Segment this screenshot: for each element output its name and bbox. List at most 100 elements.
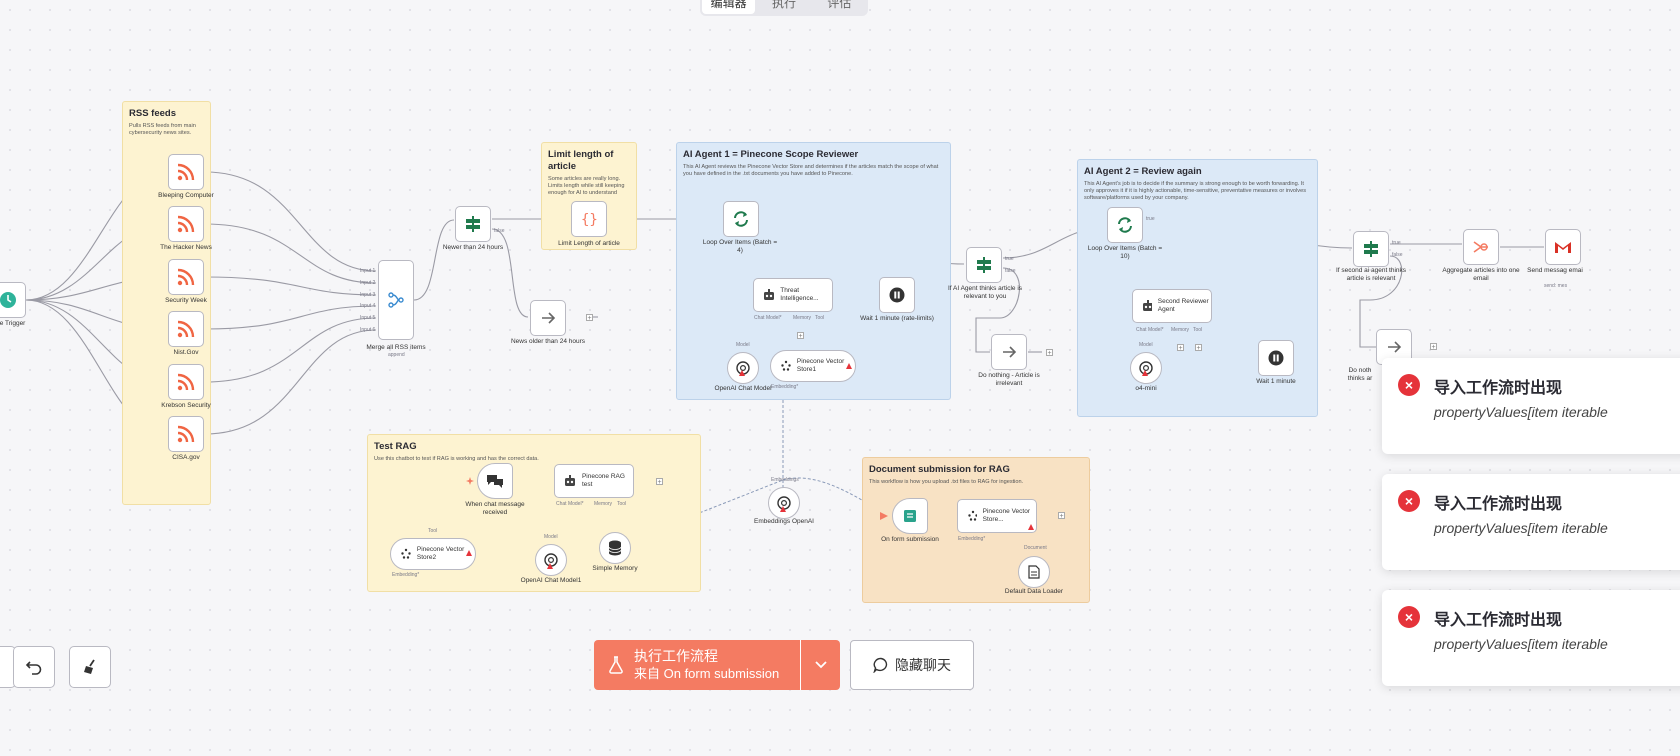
node-label: Simple Memory (592, 565, 638, 572)
add-node-plus[interactable]: + (586, 314, 593, 322)
node-pinecone-vector-store-2[interactable]: Pinecone Vector Store2 (390, 538, 476, 570)
add-memory-plus[interactable]: + (797, 332, 804, 340)
node-limit-length[interactable]: {} (571, 201, 607, 237)
node-label: Wait 1 minute (rate-limits) (860, 315, 934, 322)
node-do-nothing-1[interactable] (991, 334, 1027, 370)
tidy-up-button[interactable] (69, 646, 111, 688)
add-memory-plus[interactable]: + (1177, 344, 1184, 352)
node-rss-cisa[interactable] (168, 416, 204, 452)
merge-input-label: Input 4 (360, 303, 376, 309)
toast-message: propertyValues[item iterable (1434, 404, 1608, 420)
node-label: Loop Over Items (Batch = 10) (1087, 245, 1163, 260)
conn-label-embeddings: Embeddings (771, 477, 799, 483)
node-rss-hackernews[interactable] (168, 206, 204, 242)
add-node-plus[interactable]: + (1430, 343, 1437, 351)
conn-label-done: true (1146, 216, 1155, 222)
tab-editor[interactable]: 编辑器 (702, 0, 756, 14)
node-label: ule Trigger (0, 320, 26, 327)
node-news-older[interactable] (530, 300, 566, 336)
sticky-desc: Some articles are really long. Limits le… (548, 176, 625, 196)
node-label: Bleeping Computer (158, 192, 214, 199)
node-openai-chat-model-1[interactable] (535, 544, 567, 576)
node-loop-1[interactable] (723, 201, 759, 237)
node-send-gmail[interactable] (1545, 229, 1581, 265)
conn-label-false: false (1005, 268, 1016, 274)
node-wait-2[interactable] (1258, 340, 1294, 376)
conn-label-false: false (1392, 252, 1403, 258)
node-label: o4-mini (1135, 385, 1157, 392)
conn-label-chat-model: Chat Model* (1136, 327, 1164, 333)
toast-message: propertyValues[item iterable (1434, 636, 1608, 652)
hide-chat-button[interactable]: 隐藏聊天 (850, 640, 974, 690)
add-node-plus[interactable]: + (1046, 349, 1053, 357)
error-toast[interactable]: × 导入工作流时出现 propertyValues[item iterable (1382, 358, 1680, 454)
node-inline-label: Pinecone Vector Store2 (416, 546, 465, 561)
undo-button[interactable] (13, 646, 55, 688)
node-o4-mini[interactable] (1130, 352, 1162, 384)
node-wait-1[interactable] (879, 277, 915, 313)
svg-text:{}: {} (581, 212, 598, 228)
node-filter-newer[interactable] (455, 206, 491, 242)
error-toast[interactable]: × 导入工作流时出现 propertyValues[item iterable (1382, 590, 1680, 686)
node-threat-intel-agent[interactable]: Threat Intelligence... (753, 278, 833, 312)
conn-label-model: Model (1139, 342, 1153, 348)
node-rss-bleeping[interactable] (168, 154, 204, 190)
node-label: Newer than 24 hours (442, 244, 504, 251)
node-second-reviewer-agent[interactable]: Second Reviewer Agent (1132, 289, 1212, 323)
node-embeddings-openai[interactable] (768, 487, 800, 519)
node-label: The Hacker News (160, 244, 212, 251)
filter-signpost-icon (466, 216, 480, 232)
node-openai-chat-model[interactable] (727, 352, 759, 384)
conn-label-true: true (1005, 256, 1014, 262)
node-default-data-loader[interactable] (1018, 556, 1050, 588)
conn-label-memory: Memory (1171, 327, 1190, 333)
add-tool-plus[interactable]: + (1195, 344, 1202, 352)
node-form-submission[interactable] (892, 498, 928, 534)
node-loop-2[interactable] (1107, 207, 1143, 243)
error-toast[interactable]: × 导入工作流时出现 propertyValues[item iterable (1382, 474, 1680, 570)
execute-workflow-button[interactable]: 执行工作流程 来自 On form submission (594, 640, 800, 690)
tab-evaluations[interactable]: 评估 (827, 0, 852, 10)
rss-icon (177, 425, 195, 443)
add-node-plus[interactable]: + (1058, 512, 1065, 520)
merge-input-label: Input 5 (360, 315, 376, 321)
node-aggregate[interactable] (1463, 229, 1499, 265)
node-label: Wait 1 minute (1256, 378, 1296, 385)
node-label: Limit Length of article (558, 240, 620, 247)
execute-dropdown-button[interactable] (800, 640, 840, 690)
pause-icon (889, 287, 905, 303)
rss-icon (177, 163, 195, 181)
conn-label-tool: Tool (815, 315, 825, 321)
node-schedule-trigger[interactable] (0, 282, 26, 318)
add-node-plus[interactable]: + (656, 478, 663, 486)
pinecone-icon (968, 510, 977, 521)
node-rss-nist[interactable] (168, 311, 204, 347)
warning-icon (547, 563, 553, 569)
tab-executions[interactable]: 执行 (771, 0, 796, 10)
conn-label-embedding: Embedding* (392, 572, 420, 578)
warning-icon (846, 363, 852, 369)
node-rss-securityweek[interactable] (168, 259, 204, 295)
filter-signpost-icon (977, 257, 991, 273)
node-pinecone-vector-store-insert[interactable]: Pinecone Vector Store... (957, 499, 1037, 533)
node-label: Aggregate articles into one email (1442, 267, 1520, 282)
node-simple-memory[interactable] (599, 532, 631, 564)
node-inline-label: Threat Intelligence... (780, 287, 819, 302)
chat-bubbles-icon (487, 475, 503, 488)
node-chat-trigger[interactable] (477, 463, 513, 499)
node-pinecone-rag-test[interactable]: Pinecone RAG test (554, 464, 634, 498)
conn-label-true: true (1392, 240, 1401, 246)
node-sublabel: send: mes (1544, 283, 1568, 289)
arrow-right-icon (542, 312, 556, 324)
node-pinecone-vector-store-1[interactable]: Pinecone Vector Store1 (770, 350, 856, 382)
conn-label-tool: Tool (428, 528, 438, 534)
node-if-relevant-1[interactable] (966, 247, 1002, 283)
node-merge[interactable] (378, 260, 414, 340)
warning-icon (1142, 370, 1148, 376)
sticky-desc: This AI Agent's job is to decide if the … (1084, 181, 1306, 201)
node-if-relevant-2[interactable] (1353, 231, 1389, 267)
conn-label-model: Model (736, 342, 750, 348)
sticky-title: Test RAG (374, 441, 417, 452)
node-rss-krebs[interactable] (168, 364, 204, 400)
